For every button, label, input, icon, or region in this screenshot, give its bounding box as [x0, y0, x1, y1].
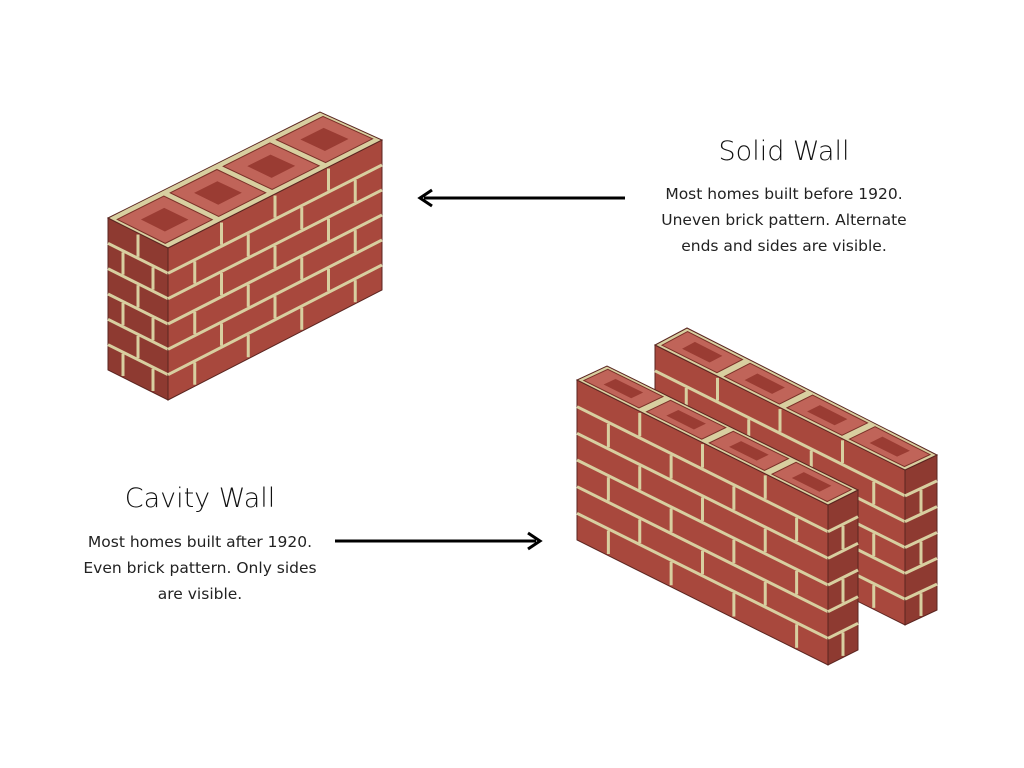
description-line: are visible. [157, 585, 243, 603]
mortar-bed-joint [904, 556, 938, 575]
mortar-bed-joint [576, 458, 829, 587]
mortar-bed-joint [576, 511, 829, 640]
mortar-bed-joint [576, 485, 829, 614]
mortar-bed-joint [167, 213, 383, 326]
cavity-wall-description: Most homes built after 1920. Even brick … [50, 529, 350, 607]
solid-wall-arrow [417, 188, 625, 208]
solid-wall-description: Most homes built before 1920. Uneven bri… [634, 181, 934, 259]
brick-frog [791, 472, 832, 492]
mortar-bed-joint [167, 263, 383, 377]
mortar-bed-joint [904, 505, 938, 524]
cavity-wall-title: Cavity Wall [124, 483, 276, 514]
brick-frog [300, 127, 349, 151]
mortar-bed-joint [827, 541, 859, 560]
mortar-bed-joint [904, 582, 938, 601]
mortar-bed-joint [576, 431, 829, 560]
description-line: ends and sides are visible. [681, 237, 887, 255]
mortar-bed-joint [107, 343, 169, 377]
brick-frog [666, 410, 706, 430]
solid-wall-illustration [106, 111, 384, 401]
cavity-wall-front-leaf [575, 365, 860, 666]
description-line: Even brick pattern. Only sides [83, 559, 317, 577]
description-line: Most homes built before 1920. [665, 185, 903, 203]
brick-frog [869, 436, 910, 457]
description-line: Uneven brick pattern. Alternate [661, 211, 907, 229]
mortar-bed-joint [167, 238, 383, 351]
brick-frog [807, 405, 848, 426]
brick-frog [194, 181, 242, 205]
mortar-bed-joint [827, 568, 859, 587]
brick-frog [247, 154, 296, 178]
cavity-wall-arrow [335, 531, 543, 551]
mortar-bed-joint [827, 595, 859, 614]
mortar-bed-joint [576, 405, 829, 534]
mortar-bed-joint [904, 531, 938, 549]
mortar-bed-joint [827, 515, 859, 534]
mortar-bed-joint [107, 317, 169, 351]
mortar-bed-joint [827, 621, 859, 640]
mortar-bed-joint [107, 241, 169, 275]
brick-frog [729, 441, 769, 461]
mortar-bed-joint [107, 292, 169, 326]
solid-wall-title: Solid Wall [718, 136, 850, 167]
brick-frog [140, 207, 189, 232]
mortar-bed-joint [167, 163, 383, 275]
mortar-bed-joint [654, 369, 906, 498]
mortar-bed-joint [107, 267, 169, 301]
brick-frog [603, 378, 644, 399]
mortar-bed-joint [167, 188, 383, 301]
brick-frog [682, 341, 723, 363]
description-line: Most homes built after 1920. [87, 533, 313, 551]
brick-frog [744, 373, 785, 394]
mortar-bed-joint [904, 479, 938, 498]
